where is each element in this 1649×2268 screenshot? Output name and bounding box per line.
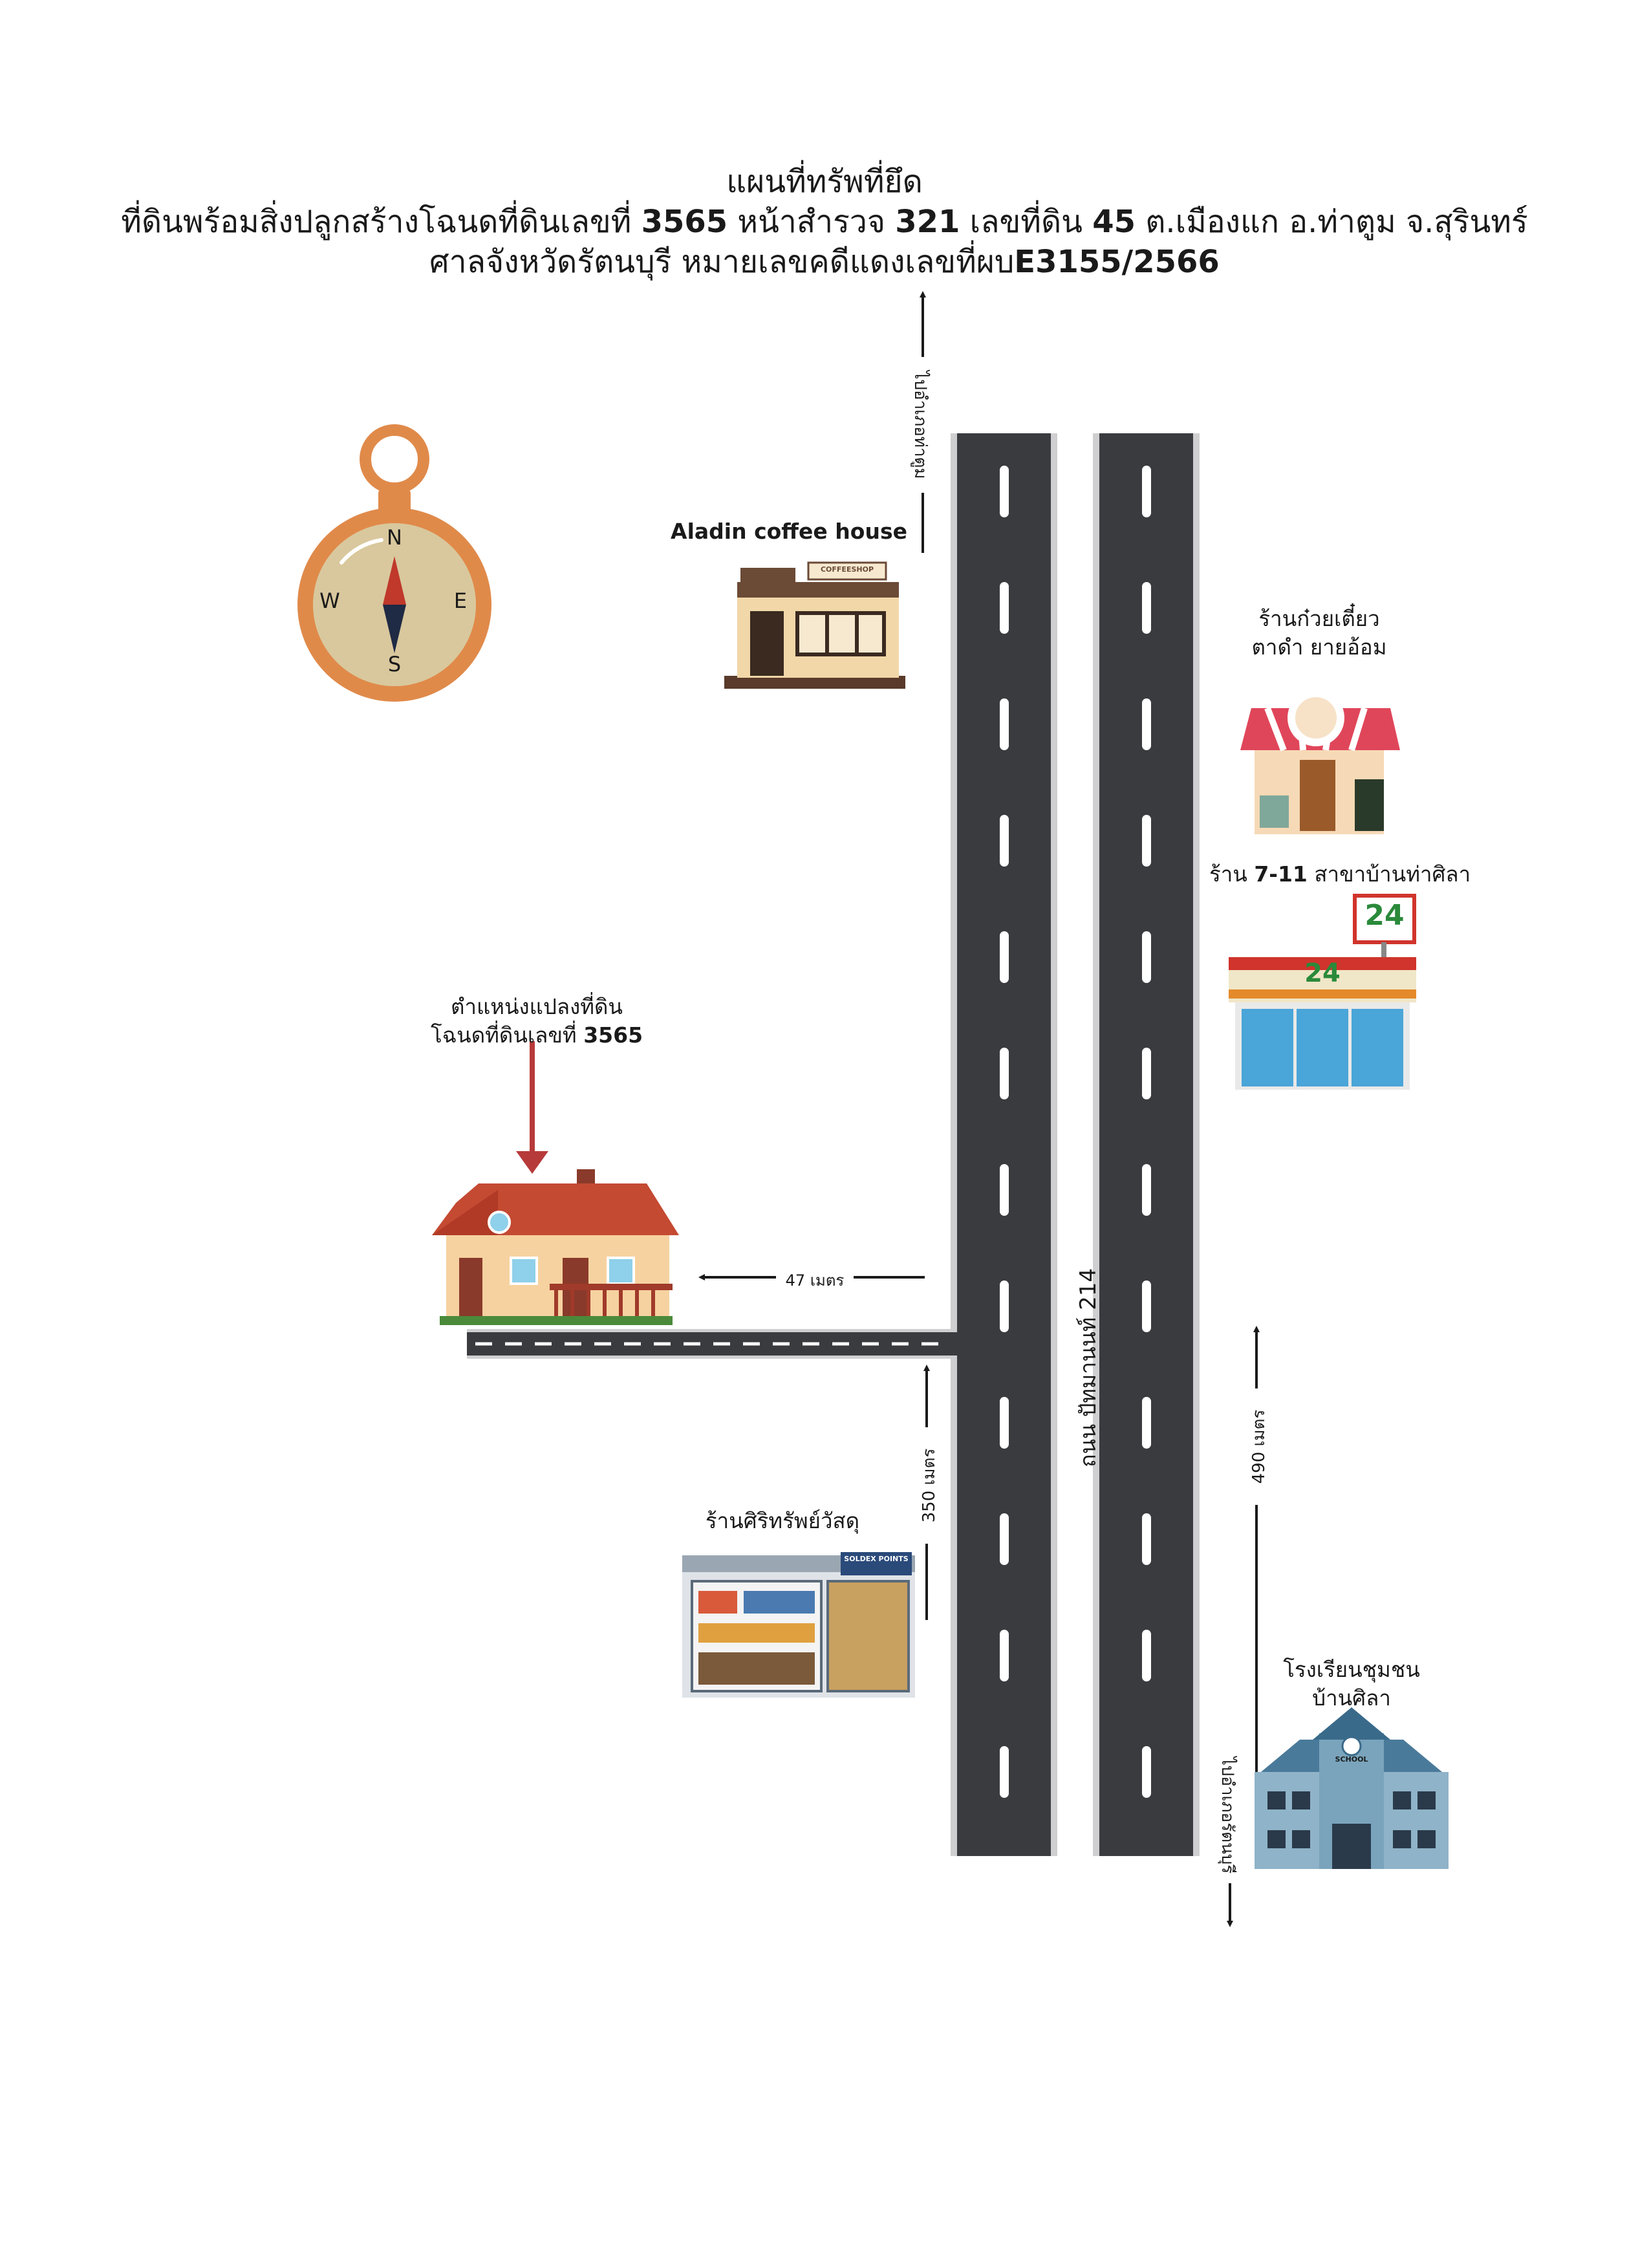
- convenience-store-front-sign: 24: [1304, 958, 1341, 988]
- convenience-store-label: ร้าน 7-11 สาขาบ้านท่าศิลา: [1209, 861, 1471, 887]
- coffee-shop-label: Aladin coffee house: [671, 519, 907, 544]
- map-title: แผนที่ทรัพที่ยึด: [726, 164, 923, 200]
- north-direction-label: ไปอำเภอท่าตูม: [911, 357, 934, 493]
- road-name-label: ถนน ปัทมานนท์ 214: [1075, 1268, 1101, 1467]
- noodle-shop-label: ร้านก๋วยเตี๋ยว ตาดำ ยายอ้อม: [1251, 606, 1387, 660]
- compass-east: E: [453, 589, 468, 613]
- convenience-store-icon: [1229, 894, 1416, 1090]
- school-icon: [1255, 1707, 1449, 1869]
- plot-distance-label: 47 เมตร: [776, 1268, 854, 1290]
- plot-marker-arrow: [516, 1041, 548, 1174]
- hardware-store-label: ร้านศิริทรัพย์วัสดุ: [705, 1508, 860, 1533]
- school-label: โรงเรียนชุมชน บ้านศิลา: [1283, 1657, 1420, 1711]
- case-number-line: ศาลจังหวัดรัตนบุรี หมายเลขคดีแดงเลขที่ผบ…: [429, 244, 1220, 280]
- compass-icon: [297, 424, 491, 702]
- hardware-store-icon: [682, 1552, 915, 1698]
- coffee-shop-sign: COFFEESHOP: [820, 565, 874, 574]
- plot-location-label: ตำแหน่งแปลงที่ดิน โฉนดที่ดินเลขที่ 3565: [430, 994, 643, 1048]
- side-road: [467, 1329, 957, 1359]
- house-icon: [432, 1169, 679, 1325]
- south-direction-label: ไปอำเภอรัตนบุรี: [1218, 1747, 1241, 1883]
- convenience-store-sign: 24: [1364, 899, 1405, 932]
- hardware-store-sign: SOLDEX POINTS: [844, 1555, 909, 1563]
- school-distance-label: 490 เมตร: [1245, 1388, 1269, 1505]
- coffee-shop-icon: [724, 561, 905, 689]
- hardware-distance-label: 350 เมตร: [916, 1427, 939, 1544]
- compass-north: N: [387, 525, 402, 550]
- compass-west: W: [319, 589, 340, 613]
- map-subtitle: ที่ดินพร้อมสิ่งปลูกสร้างโฉนดที่ดินเลขที่…: [121, 204, 1528, 240]
- noodle-shop-icon: [1240, 689, 1400, 834]
- school-sign: SCHOOL: [1335, 1755, 1368, 1764]
- compass-south: S: [387, 652, 402, 676]
- main-road: [951, 433, 1200, 1856]
